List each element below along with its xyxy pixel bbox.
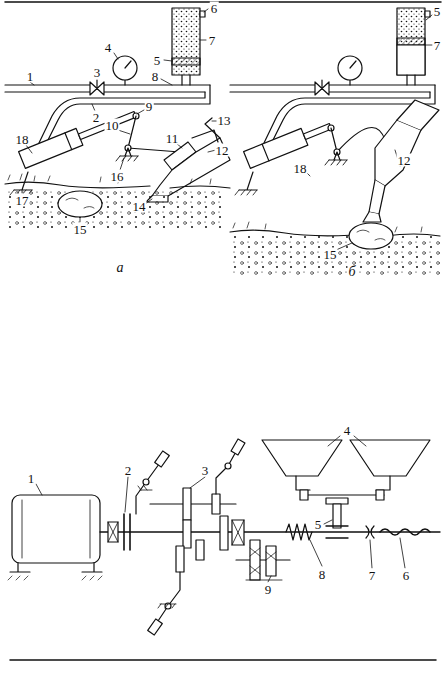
- callout-number: 15: [323, 248, 338, 261]
- callout-number: 8: [151, 70, 160, 83]
- callout-number: 7: [368, 569, 377, 582]
- callout-number: 17: [15, 194, 30, 207]
- callout-number: 16: [110, 170, 125, 183]
- lever: [128, 116, 180, 152]
- callout-number: 14: [132, 200, 147, 213]
- callout-number: 9: [264, 583, 273, 596]
- accumulator: [172, 8, 200, 75]
- hydraulic-cylinder: [19, 106, 139, 168]
- callout-number: 3: [93, 66, 102, 79]
- callout-number: 12: [397, 154, 412, 167]
- piston: [172, 58, 200, 65]
- border-line: [10, 659, 436, 661]
- callout-number: 2: [92, 111, 101, 124]
- kinematic-scheme: [8, 439, 440, 660]
- figure-a: [5, 8, 230, 228]
- callout-number: 1: [27, 472, 36, 485]
- clutch: [124, 514, 130, 550]
- callout-number: 7: [433, 39, 442, 52]
- gauge-stem: [124, 80, 125, 85]
- clutch-lever: [136, 460, 162, 514]
- bevel-gear: [326, 498, 348, 504]
- stone: [58, 191, 102, 217]
- hopper: [350, 440, 430, 476]
- figure-letter: б: [347, 265, 356, 279]
- callout-number: 3: [201, 464, 210, 477]
- callout-number: 11: [165, 132, 180, 145]
- gear: [183, 488, 191, 520]
- callout-number: 10: [105, 119, 120, 132]
- shift-lever: [156, 572, 180, 624]
- coupling: [108, 522, 118, 542]
- callout-number: 7: [208, 34, 217, 47]
- pressure-pipe: [5, 85, 210, 92]
- callout-number: 5: [314, 518, 323, 531]
- callout-number: 18: [293, 162, 308, 175]
- callout-number: 18: [15, 133, 30, 146]
- electric-motor: [12, 495, 100, 563]
- leader-lines: [36, 436, 405, 582]
- callout-number: 9: [145, 100, 154, 113]
- callout-number: 15: [73, 223, 88, 236]
- callout-number: 2: [124, 464, 133, 477]
- figure-b: [230, 8, 440, 276]
- leader-lines: [22, 9, 217, 222]
- pressure-gauge: [113, 56, 137, 80]
- spring: [286, 524, 312, 540]
- callout-number: 6: [210, 2, 219, 15]
- hopper: [262, 440, 342, 476]
- gearbox: [250, 540, 260, 580]
- auger: [380, 529, 430, 535]
- callout-number: 5: [433, 5, 442, 18]
- shift-lever: [216, 448, 238, 494]
- figure-letter: а: [116, 261, 125, 275]
- callout-number: 4: [104, 41, 113, 54]
- accumulator-stem: [182, 75, 190, 85]
- ground-line: [5, 182, 230, 188]
- leader-lines: [306, 15, 432, 250]
- callout-number: 8: [318, 568, 327, 581]
- coupling-joint: [366, 526, 374, 538]
- motor-feet: [10, 563, 102, 572]
- callout-number: 1: [26, 70, 35, 83]
- cylinder-mount: [14, 172, 32, 190]
- border-line: [5, 1, 441, 3]
- feed-shaft: [304, 494, 384, 495]
- callout-number: 6: [402, 569, 411, 582]
- callout-number: 5: [153, 54, 162, 67]
- callout-number: 13: [217, 114, 232, 127]
- pivot-ground: [116, 156, 138, 161]
- callout-number: 12: [215, 144, 230, 157]
- counter-shaft: [150, 503, 236, 504]
- callout-number: 4: [343, 424, 352, 437]
